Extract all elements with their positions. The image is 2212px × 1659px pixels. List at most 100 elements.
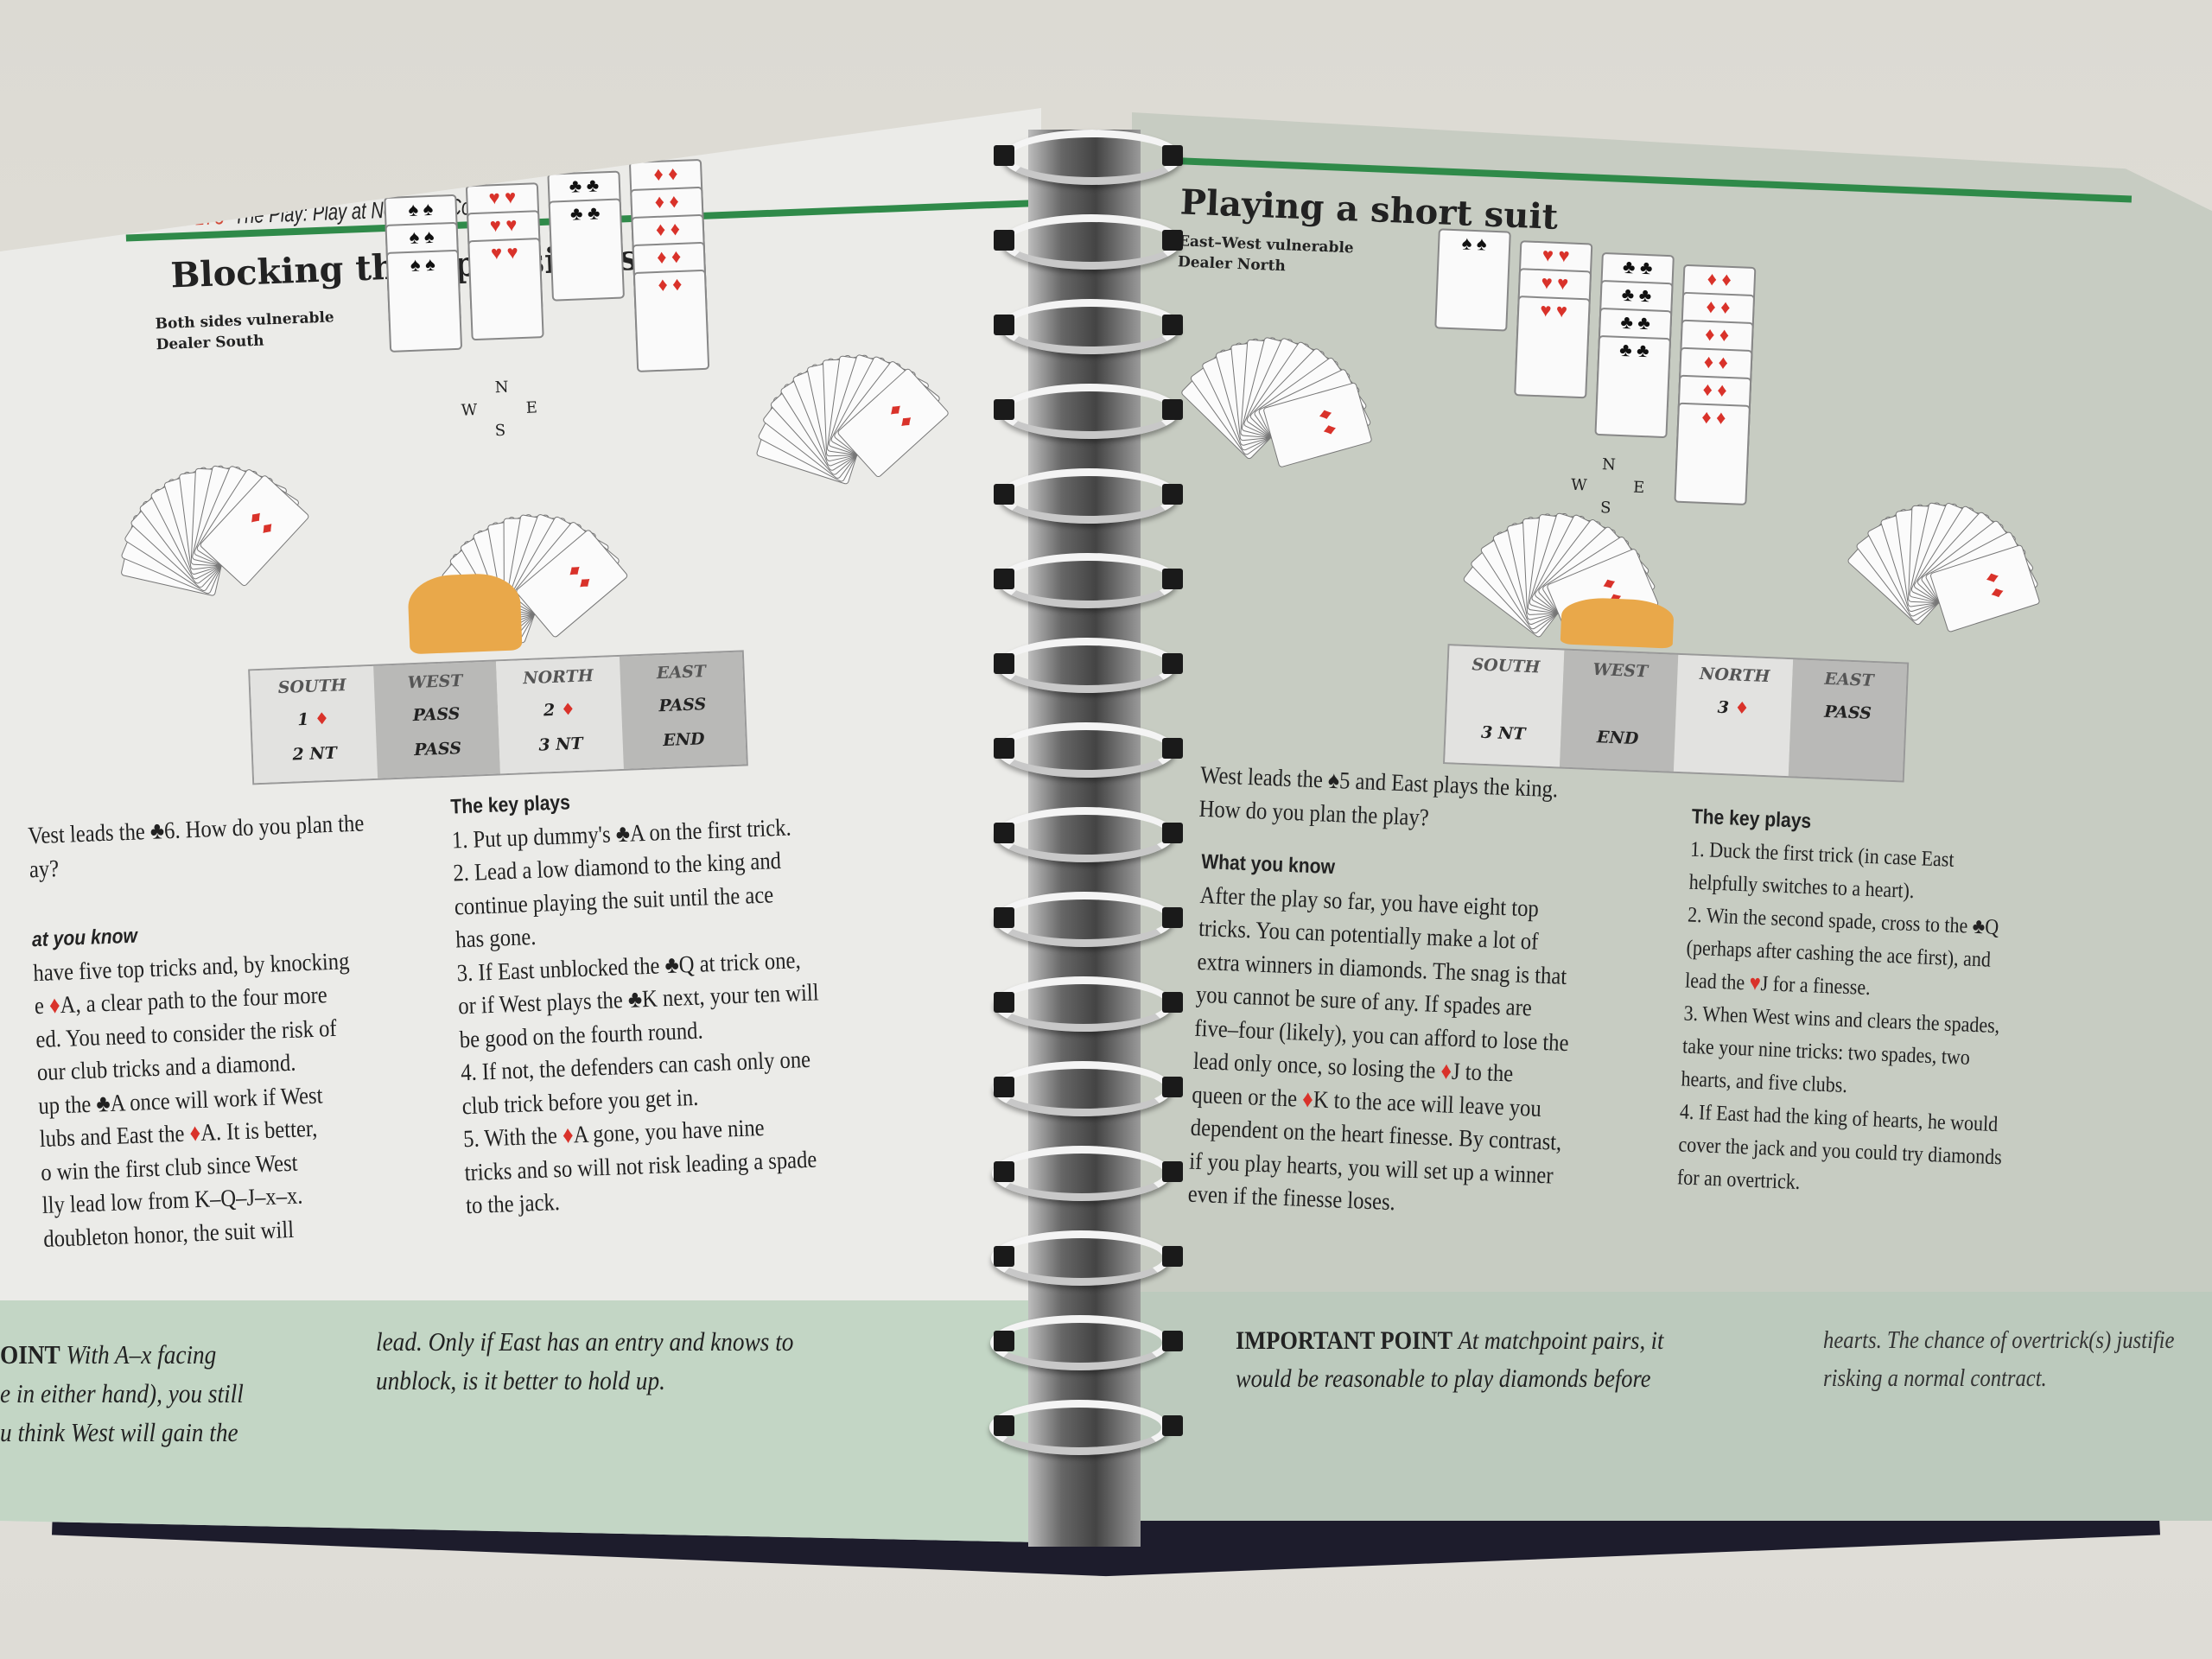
point-line: With A–x facing	[66, 1339, 217, 1370]
key-plays: The key plays 1. Duck the first trick (i…	[1676, 801, 2016, 1208]
card-suit-icon: ♦ ♦	[653, 162, 678, 186]
card-suit-icon: ♦ ♦	[657, 272, 683, 296]
compass-n: N	[494, 378, 509, 397]
card-suit-icon: ♦ ♦	[1706, 295, 1731, 318]
compass-s: S	[494, 421, 506, 441]
spiral-ring	[992, 1146, 1172, 1201]
card-suit-icon: ♣ ♣	[1621, 283, 1652, 307]
punch-hole	[994, 1331, 1014, 1351]
card-suit-icon: ♦ ♦	[563, 559, 597, 594]
bid: PASS	[413, 739, 462, 760]
punch-hole	[1162, 992, 1183, 1013]
punch-hole	[1162, 1246, 1183, 1267]
bid: 2 NT	[292, 743, 338, 765]
card-suit-icon: ♣ ♣	[569, 201, 601, 225]
spiral-ring	[1001, 299, 1180, 354]
card-suit-icon: ♦ ♦	[883, 398, 918, 434]
intro-text: West leads the ♠5 and East plays the kin…	[1198, 760, 1559, 841]
punch-hole	[1162, 399, 1183, 420]
punch-hole	[1162, 230, 1183, 251]
fanned-hand: ♦ ♦	[1846, 501, 2041, 633]
spiral-ring	[998, 553, 1178, 608]
seat-label: WEST	[407, 671, 463, 693]
seat-label: SOUTH	[277, 676, 347, 698]
fanned-hand: ♦ ♦	[1179, 336, 1373, 468]
punch-hole	[994, 484, 1014, 505]
punch-hole	[994, 399, 1014, 420]
card-suit-icon: ♦ ♦	[1704, 322, 1730, 346]
punch-hole	[994, 992, 1014, 1013]
bid: END	[1596, 728, 1639, 749]
punch-hole	[1162, 569, 1183, 589]
point-text-b: hearts. The chance of overtrick(s) justi…	[1823, 1322, 2174, 1398]
important-point-box: IMPORTANT POINT At matchpoint pairs, it …	[1132, 1292, 2212, 1521]
punch-hole	[1162, 484, 1183, 505]
point-label: IMPORTANT POINT	[1236, 1326, 1453, 1355]
punch-hole	[994, 569, 1014, 589]
punch-hole	[1162, 1161, 1183, 1182]
bidding-column-north: NORTH 3 ♦	[1673, 654, 1793, 777]
point-line: risking a normal contract.	[1823, 1365, 2047, 1392]
bid: 3 ♦	[1717, 697, 1751, 719]
punch-hole	[994, 145, 1014, 166]
page-title: Playing a short suit	[1179, 181, 1559, 238]
punch-hole	[1162, 145, 1183, 166]
card-suit-icon: ♥ ♥	[1541, 271, 1569, 295]
important-point-box: OINT With A–x facing e in either hand), …	[0, 1300, 1041, 1542]
spiral-ring	[995, 892, 1174, 947]
seat-label: NORTH	[522, 666, 594, 689]
punch-hole	[994, 1415, 1014, 1436]
bid	[1504, 690, 1505, 710]
compass-s: S	[1599, 499, 1611, 518]
compass-e: E	[525, 398, 538, 417]
card-suit-icon: ♣ ♣	[1622, 255, 1653, 279]
punch-hole	[994, 315, 1014, 335]
bid: END	[662, 729, 705, 751]
card-suit-icon: ♣ ♣	[1620, 310, 1651, 334]
card-suit-icon: ♦ ♦	[656, 245, 682, 268]
spiral-ring	[990, 1315, 1170, 1370]
punch-hole	[994, 1246, 1014, 1267]
bidding-column-west: WEST END	[1559, 650, 1679, 772]
punch-hole	[994, 738, 1014, 759]
point-line: lead. Only if East has an entry and know…	[376, 1326, 794, 1357]
seat-label: EAST	[656, 662, 707, 683]
compass-n: N	[1601, 455, 1617, 474]
spiral-ring	[995, 807, 1175, 862]
seat-label: NORTH	[1699, 664, 1770, 687]
dummy-hand: ♠ ♠♥ ♥♥ ♥♥ ♥♣ ♣♣ ♣♣ ♣♣ ♣♦ ♦♦ ♦♦ ♦♦ ♦♦ ♦♦…	[1132, 112, 2211, 505]
compass-e: E	[1632, 478, 1645, 498]
playing-card: ♣ ♣	[548, 198, 625, 302]
spiral-ring	[1001, 214, 1181, 270]
punch-hole	[1162, 315, 1183, 335]
fanned-hand: ♦ ♦	[755, 353, 950, 486]
card-suit-icon: ♥ ♥	[488, 186, 517, 209]
punch-hole	[1162, 823, 1183, 843]
punch-hole	[1162, 1331, 1183, 1351]
spiral-ring	[997, 638, 1177, 693]
point-text-a: IMPORTANT POINT At matchpoint pairs, it …	[1236, 1322, 1663, 1398]
seat-label: EAST	[1824, 669, 1875, 690]
card-suit-icon: ♦ ♦	[1703, 350, 1729, 373]
card-suit-icon: ♠ ♠	[1461, 232, 1488, 255]
punch-hole	[994, 907, 1014, 928]
seat-label: WEST	[1592, 659, 1649, 682]
card-suit-icon: ♦ ♦	[1700, 405, 1726, 429]
playing-card: ♦ ♦	[632, 269, 710, 372]
punch-hole	[1162, 1077, 1183, 1097]
spiral-ring	[994, 976, 1173, 1032]
playing-card: ♣ ♣	[1594, 334, 1672, 439]
bid: PASS	[1823, 702, 1872, 723]
page-numbers: 174 / 175	[150, 203, 226, 232]
card-suit-icon: ♦ ♦	[1980, 569, 2010, 601]
punch-hole	[994, 1077, 1014, 1097]
point-line: unblock, is it better to hold up.	[376, 1365, 665, 1395]
card-suit-icon: ♦ ♦	[1707, 267, 1732, 290]
bid	[1618, 694, 1619, 715]
punch-hole	[1162, 1415, 1183, 1436]
